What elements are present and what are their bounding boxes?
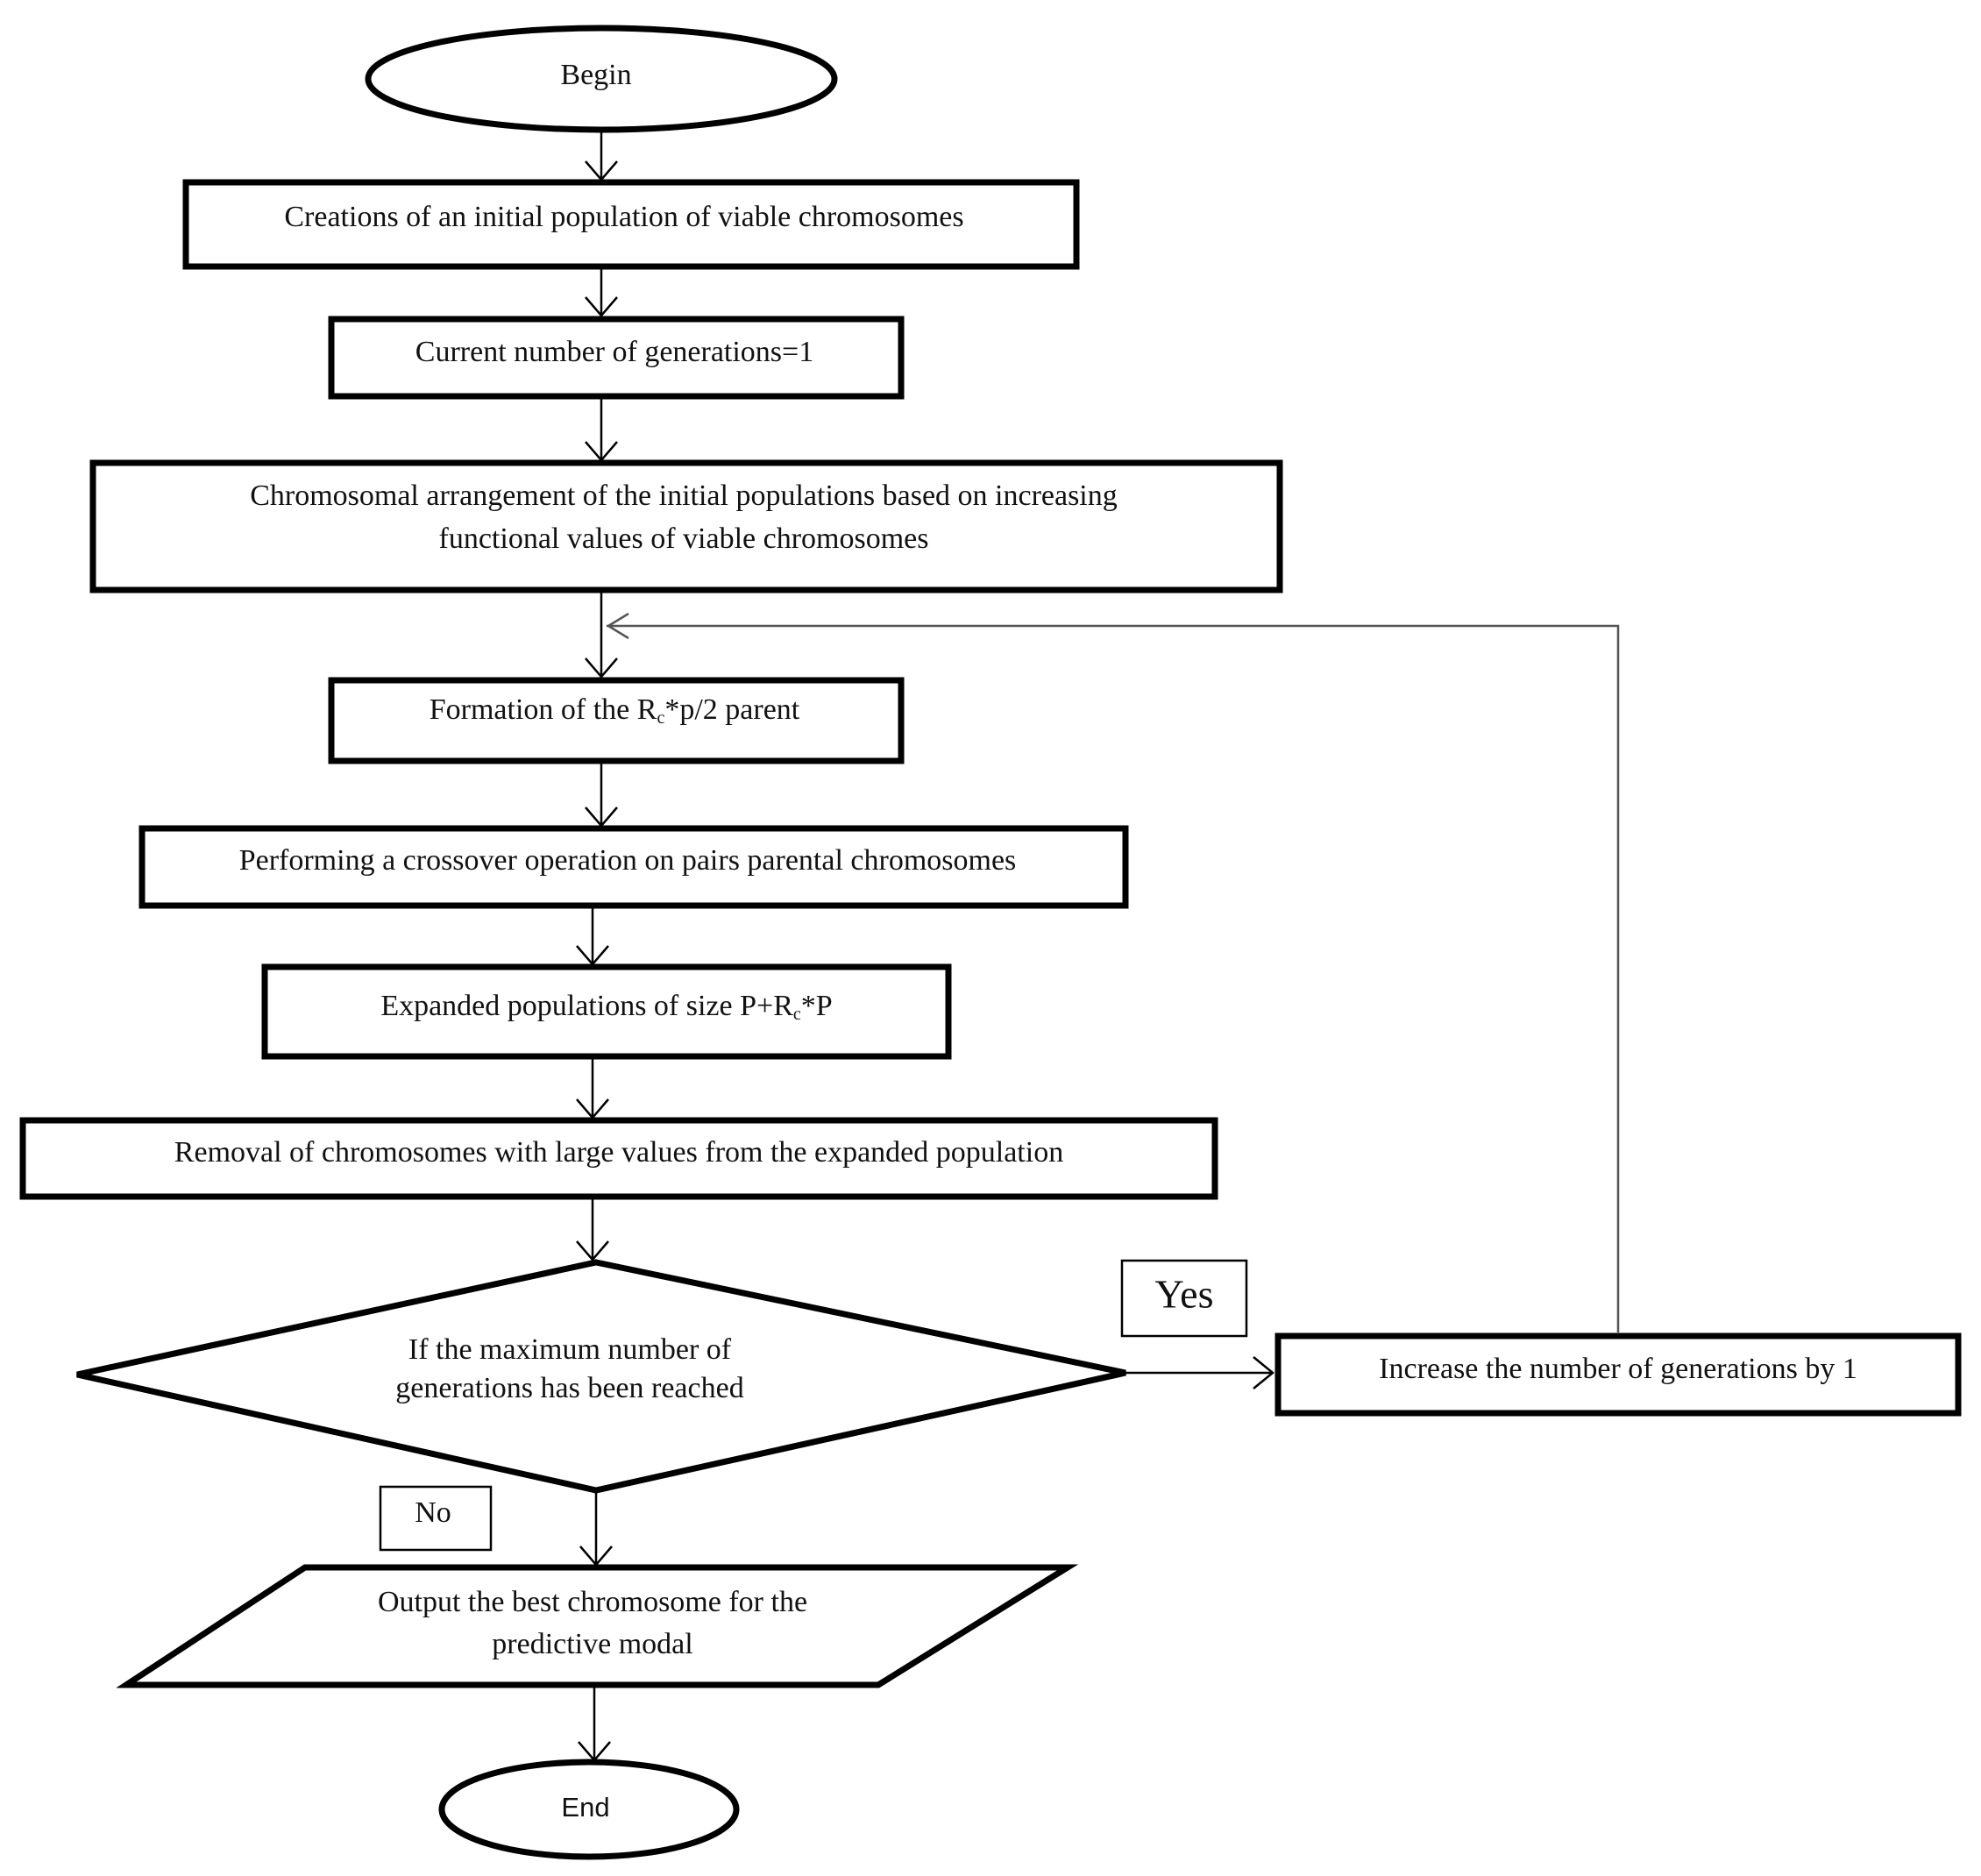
init-population-label: Creations of an initial population of vi… [284,201,963,233]
yes-label: Yes [1155,1272,1214,1317]
yes-branch-label: Yes [1120,1259,1248,1338]
begin-terminal: Begin [365,25,838,133]
no-branch-label: No [379,1485,493,1552]
expanded-population-label: Expanded populations of size P+Rc*P [380,990,832,1024]
arrowhead-parent [585,657,618,679]
increase-generations-label: Increase the number of generations by 1 [1379,1353,1857,1385]
output-label-line1: Output the best chromosome for the [378,1586,807,1618]
decision-label-line2: generations has been reached [395,1372,743,1404]
max-generations-decision: If the maximum number of generations has… [76,1259,1126,1494]
generation-counter-process: Current number of generations=1 [328,316,905,400]
crossover-label: Performing a crossover operation on pair… [239,844,1017,877]
arrangement-label-line1: Chromosomal arrangement of the initial p… [250,480,1118,512]
output-label-line2: predictive modal [492,1628,692,1660]
crossover-process: Performing a crossover operation on pair… [138,825,1129,909]
expanded-population-process: Expanded populations of size P+Rc*P [261,963,952,1060]
arrowhead-increase [1253,1356,1275,1389]
parent-formation-process: Formation of the Rc*p/2 parent [328,677,905,764]
increase-generations-process: Increase the number of generations by 1 [1275,1332,1962,1417]
no-label: No [415,1496,451,1529]
arrowhead-counter [585,296,618,317]
expanded-population-prefix: Expanded populations of size P+R [380,990,793,1022]
parent-formation-label: Formation of the Rc*p/2 parent [430,693,800,728]
expanded-population-suffix: *P [801,990,833,1022]
arrowhead-loop-back [606,612,629,640]
end-terminal: End [438,1759,740,1860]
output-io: Output the best chromosome for the predi… [116,1564,1079,1688]
arrangement-process: Chromosomal arrangement of the initial p… [89,459,1283,593]
loop-back-connector [607,624,1620,1332]
end-label: End [561,1792,609,1823]
decision-label-line1: If the maximum number of [408,1333,732,1366]
removal-label: Removal of chromosomes with large values… [174,1136,1063,1169]
parent-formation-subscript: c [657,708,664,728]
arrowhead-decision [576,1240,609,1261]
arrangement-label-line2: functional values of viable chromosomes [439,522,929,555]
parent-formation-prefix: Formation of the R [430,693,657,726]
init-population-process: Creations of an initial population of vi… [182,179,1080,270]
begin-label: Begin [560,59,631,91]
expanded-population-subscript: c [793,1005,801,1024]
generation-counter-label: Current number of generations=1 [415,336,813,368]
removal-process: Removal of chromosomes with large values… [19,1117,1218,1200]
parent-formation-suffix: *p/2 parent [664,693,799,726]
